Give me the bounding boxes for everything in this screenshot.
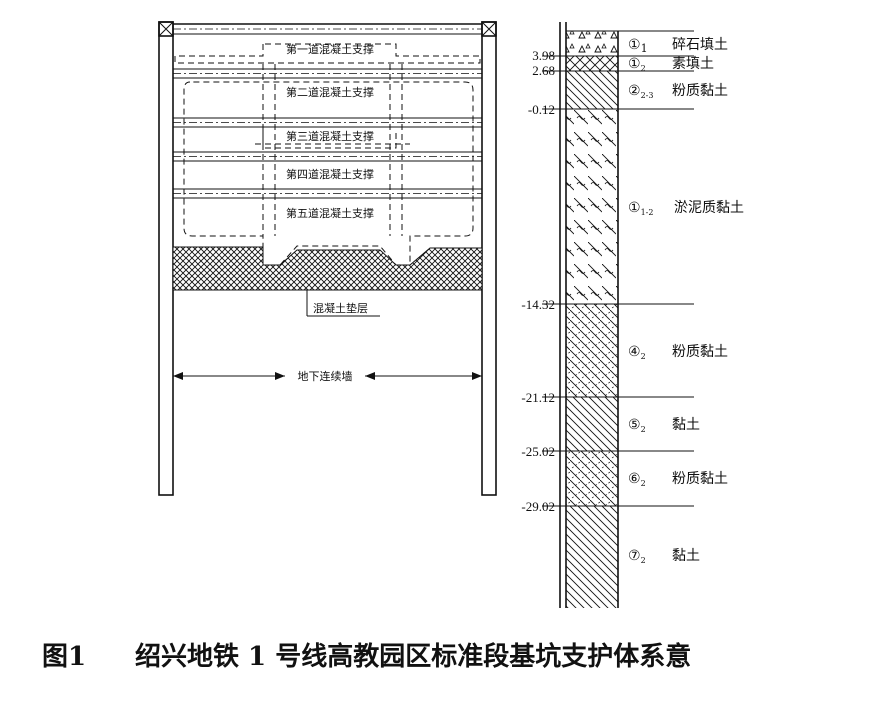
soil-column: 3.98 2.68 -0.12 -14.32 -21.12 -25.02 -29… (521, 22, 744, 608)
layer-sub: 2 (641, 479, 646, 488)
strut-label-1: 第一道混凝土支撑 (286, 42, 374, 56)
elevation-label-4: -14.32 (521, 297, 555, 312)
layer-sub: 2 (641, 425, 646, 434)
elevation-label-2: 2.68 (532, 63, 555, 78)
elevation-label-5: -21.12 (521, 390, 555, 405)
soil-layer-2 (566, 56, 618, 71)
soil-layer-label-5: ④2 粉质黏土 (628, 344, 728, 361)
layer-name: 粉质黏土 (672, 83, 728, 99)
strut-beams (173, 68, 482, 199)
elevation-label-3: -0.12 (528, 102, 555, 117)
strut-label-3: 第三道混凝土支撑 (286, 129, 374, 143)
layer-name: 碎石填土 (672, 37, 728, 53)
caption-number: 图1 (42, 642, 86, 672)
soil-layer-label-4: ①1-2 淤泥质黏土 (628, 200, 744, 217)
layer-sub: 1-2 (641, 208, 654, 217)
layer-sub: 1 (641, 42, 648, 55)
left-wall-cap (158, 21, 174, 37)
cushion-label: 混凝土垫层 (313, 301, 368, 315)
layer-id: ① (628, 56, 641, 72)
layer-name: 粉质黏土 (672, 344, 728, 360)
soil-layer-3 (566, 71, 618, 109)
soil-layer-label-1: ①1 碎石填土 (628, 37, 728, 55)
layer-id: ① (628, 200, 641, 216)
soil-layer-5 (566, 304, 618, 397)
figure-caption: 图1 绍兴地铁 1 号线高教园区标准段基坑支护体系意 (42, 641, 691, 672)
layer-id: ④ (628, 344, 641, 360)
soil-layer-4 (566, 109, 618, 304)
layer-name: 淤泥质黏土 (674, 200, 744, 216)
soil-layer-7 (566, 451, 618, 506)
svg-text:④2: ④2 (628, 344, 646, 361)
svg-text:⑥2: ⑥2 (628, 471, 646, 488)
station-outline (174, 43, 481, 266)
layer-id: ⑥ (628, 471, 641, 487)
soil-layer-6 (566, 397, 618, 451)
layer-name: 黏土 (672, 417, 700, 433)
soil-layer-label-2: ①2 素填土 (628, 56, 714, 73)
layer-id: ① (628, 37, 641, 53)
layer-name: 粉质黏土 (672, 471, 728, 487)
layer-id: ② (628, 83, 641, 99)
right-diaphragm-wall (481, 21, 497, 496)
svg-text:①1: ①1 (628, 37, 648, 55)
cushion-callout: 混凝土垫层 (306, 290, 380, 317)
left-diaphragm-wall (158, 21, 174, 496)
wall-callout: 地下连续墙 (173, 369, 482, 383)
elevation-label-6: -25.02 (521, 444, 555, 459)
layer-id: ⑤ (628, 417, 641, 433)
soil-layer-1 (566, 31, 618, 56)
elevation-label-1: 3.98 (532, 48, 555, 63)
strut-label-2: 第二道混凝土支撑 (286, 85, 374, 99)
svg-text:①2: ①2 (628, 56, 646, 73)
layer-name: 黏土 (672, 548, 700, 564)
soil-layer-label-3: ②2-3 粉质黏土 (628, 83, 728, 100)
soil-layer-label-6: ⑤2 黏土 (628, 417, 700, 434)
layer-id: ⑦ (628, 548, 641, 564)
svg-text:①1-2: ①1-2 (628, 200, 653, 217)
strut-label-5: 第五道混凝土支撑 (286, 206, 374, 220)
concrete-cushion (172, 246, 483, 291)
layer-sub: 2 (641, 64, 646, 73)
layer-name: 素填土 (672, 56, 714, 72)
layer-sub: 2 (641, 556, 646, 565)
svg-text:②2-3: ②2-3 (628, 83, 653, 100)
soil-layer-8 (566, 506, 618, 608)
caption-text: 绍兴地铁 1 号线高教园区标准段基坑支护体系意 (135, 641, 691, 672)
layer-sub: 2 (641, 352, 646, 361)
svg-text:⑤2: ⑤2 (628, 417, 646, 434)
layer-sub: 2-3 (641, 91, 654, 100)
soil-layer-label-8: ⑦2 黏土 (628, 548, 700, 565)
elevation-label-7: -29.02 (521, 499, 555, 514)
excavation-section: 第一道混凝土支撑 第二道混凝土支撑 第三道混凝土支撑 第四道混凝土支撑 第五道混… (158, 21, 497, 496)
strut-label-4: 第四道混凝土支撑 (286, 167, 374, 181)
svg-text:⑦2: ⑦2 (628, 548, 646, 565)
soil-layer-label-7: ⑥2 粉质黏土 (628, 471, 728, 488)
right-wall-cap (481, 21, 497, 37)
wall-label: 地下连续墙 (298, 369, 353, 383)
